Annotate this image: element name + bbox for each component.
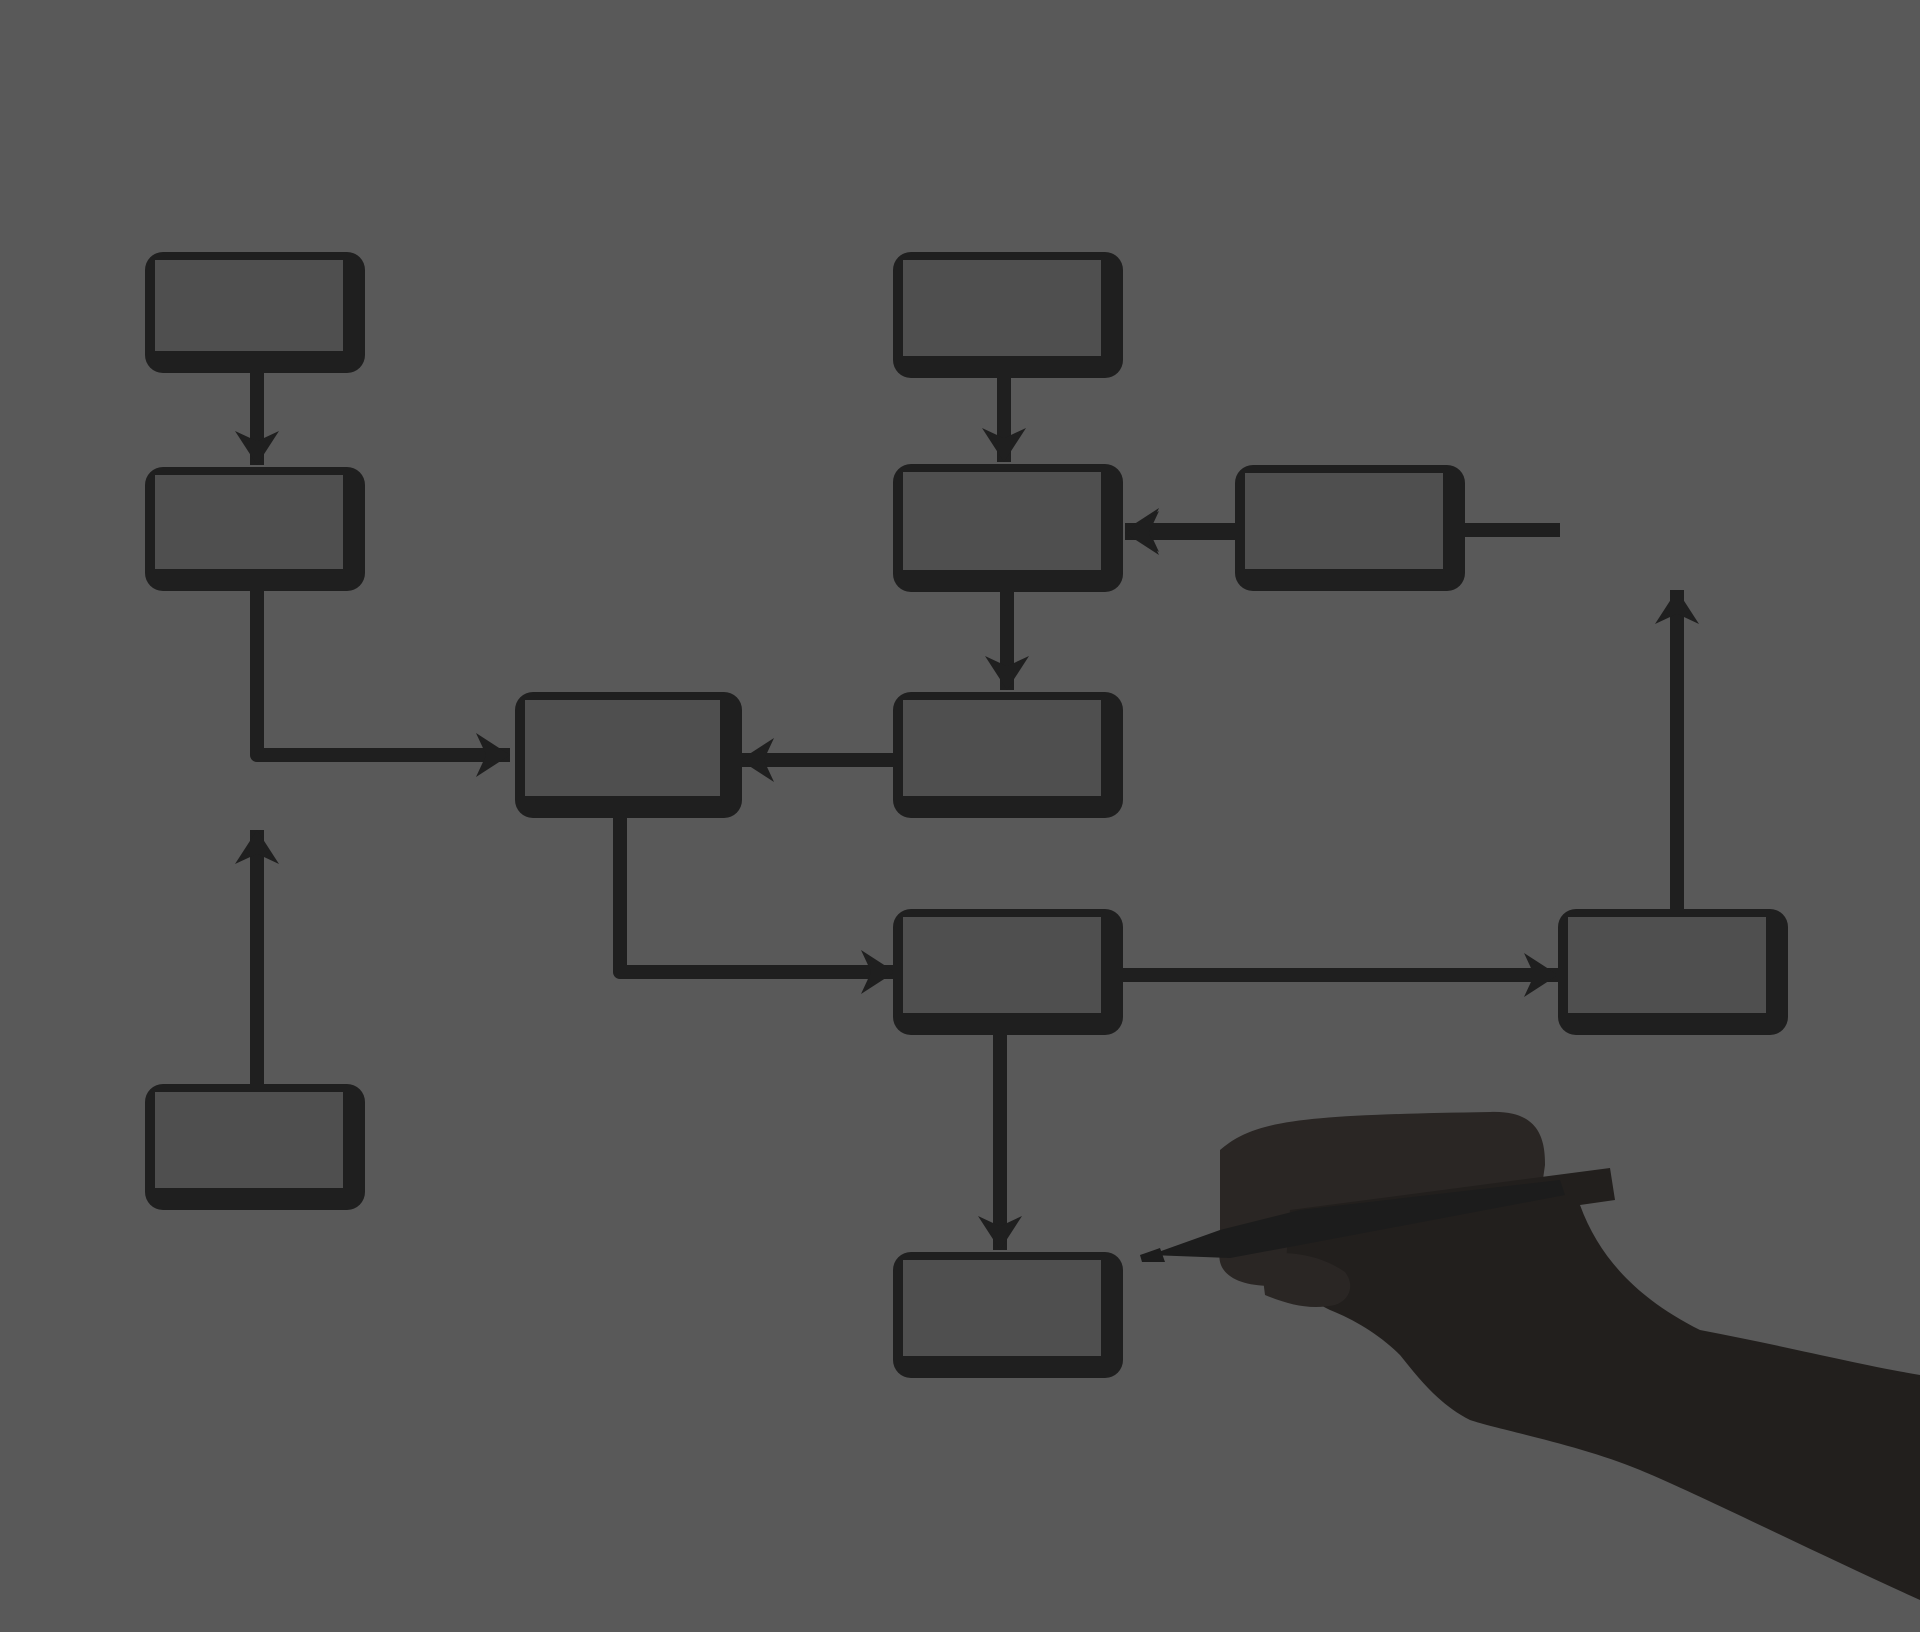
flowchart-edge-a-b <box>235 368 279 465</box>
flowchart-node-c <box>145 1084 365 1210</box>
flowchart-node-a <box>145 252 365 373</box>
flowchart-edge-b-d <box>250 588 510 777</box>
flowchart-edge-d-i <box>613 812 895 994</box>
flowchart-node-e <box>893 252 1123 378</box>
flowchart-node-h <box>893 692 1123 818</box>
flowchart-edge-h-d <box>740 738 903 782</box>
hand-holding-pen-icon <box>1140 1111 1920 1600</box>
flowchart-edge-j-g <box>1655 590 1699 912</box>
flowchart-node-b <box>145 467 365 591</box>
flowchart-node-k <box>893 1252 1123 1378</box>
boxes-layer <box>145 252 1788 1378</box>
flowchart-node-i <box>893 909 1123 1035</box>
flowchart-edge-c-d <box>235 830 279 1085</box>
flowchart-edge-i-k <box>978 1030 1022 1250</box>
edges-layer <box>235 368 1699 1250</box>
flowchart-node-f <box>893 464 1123 592</box>
flowchart-node-g <box>1235 465 1465 591</box>
flowchart-edge-f-h <box>985 588 1029 690</box>
flowchart-edge-i-j <box>1118 953 1558 997</box>
flowchart-edge-g-f <box>1125 511 1245 555</box>
flowchart-node-d <box>515 692 742 818</box>
flowchart-node-j <box>1558 909 1788 1035</box>
flowchart-edge-e-f <box>982 372 1026 462</box>
